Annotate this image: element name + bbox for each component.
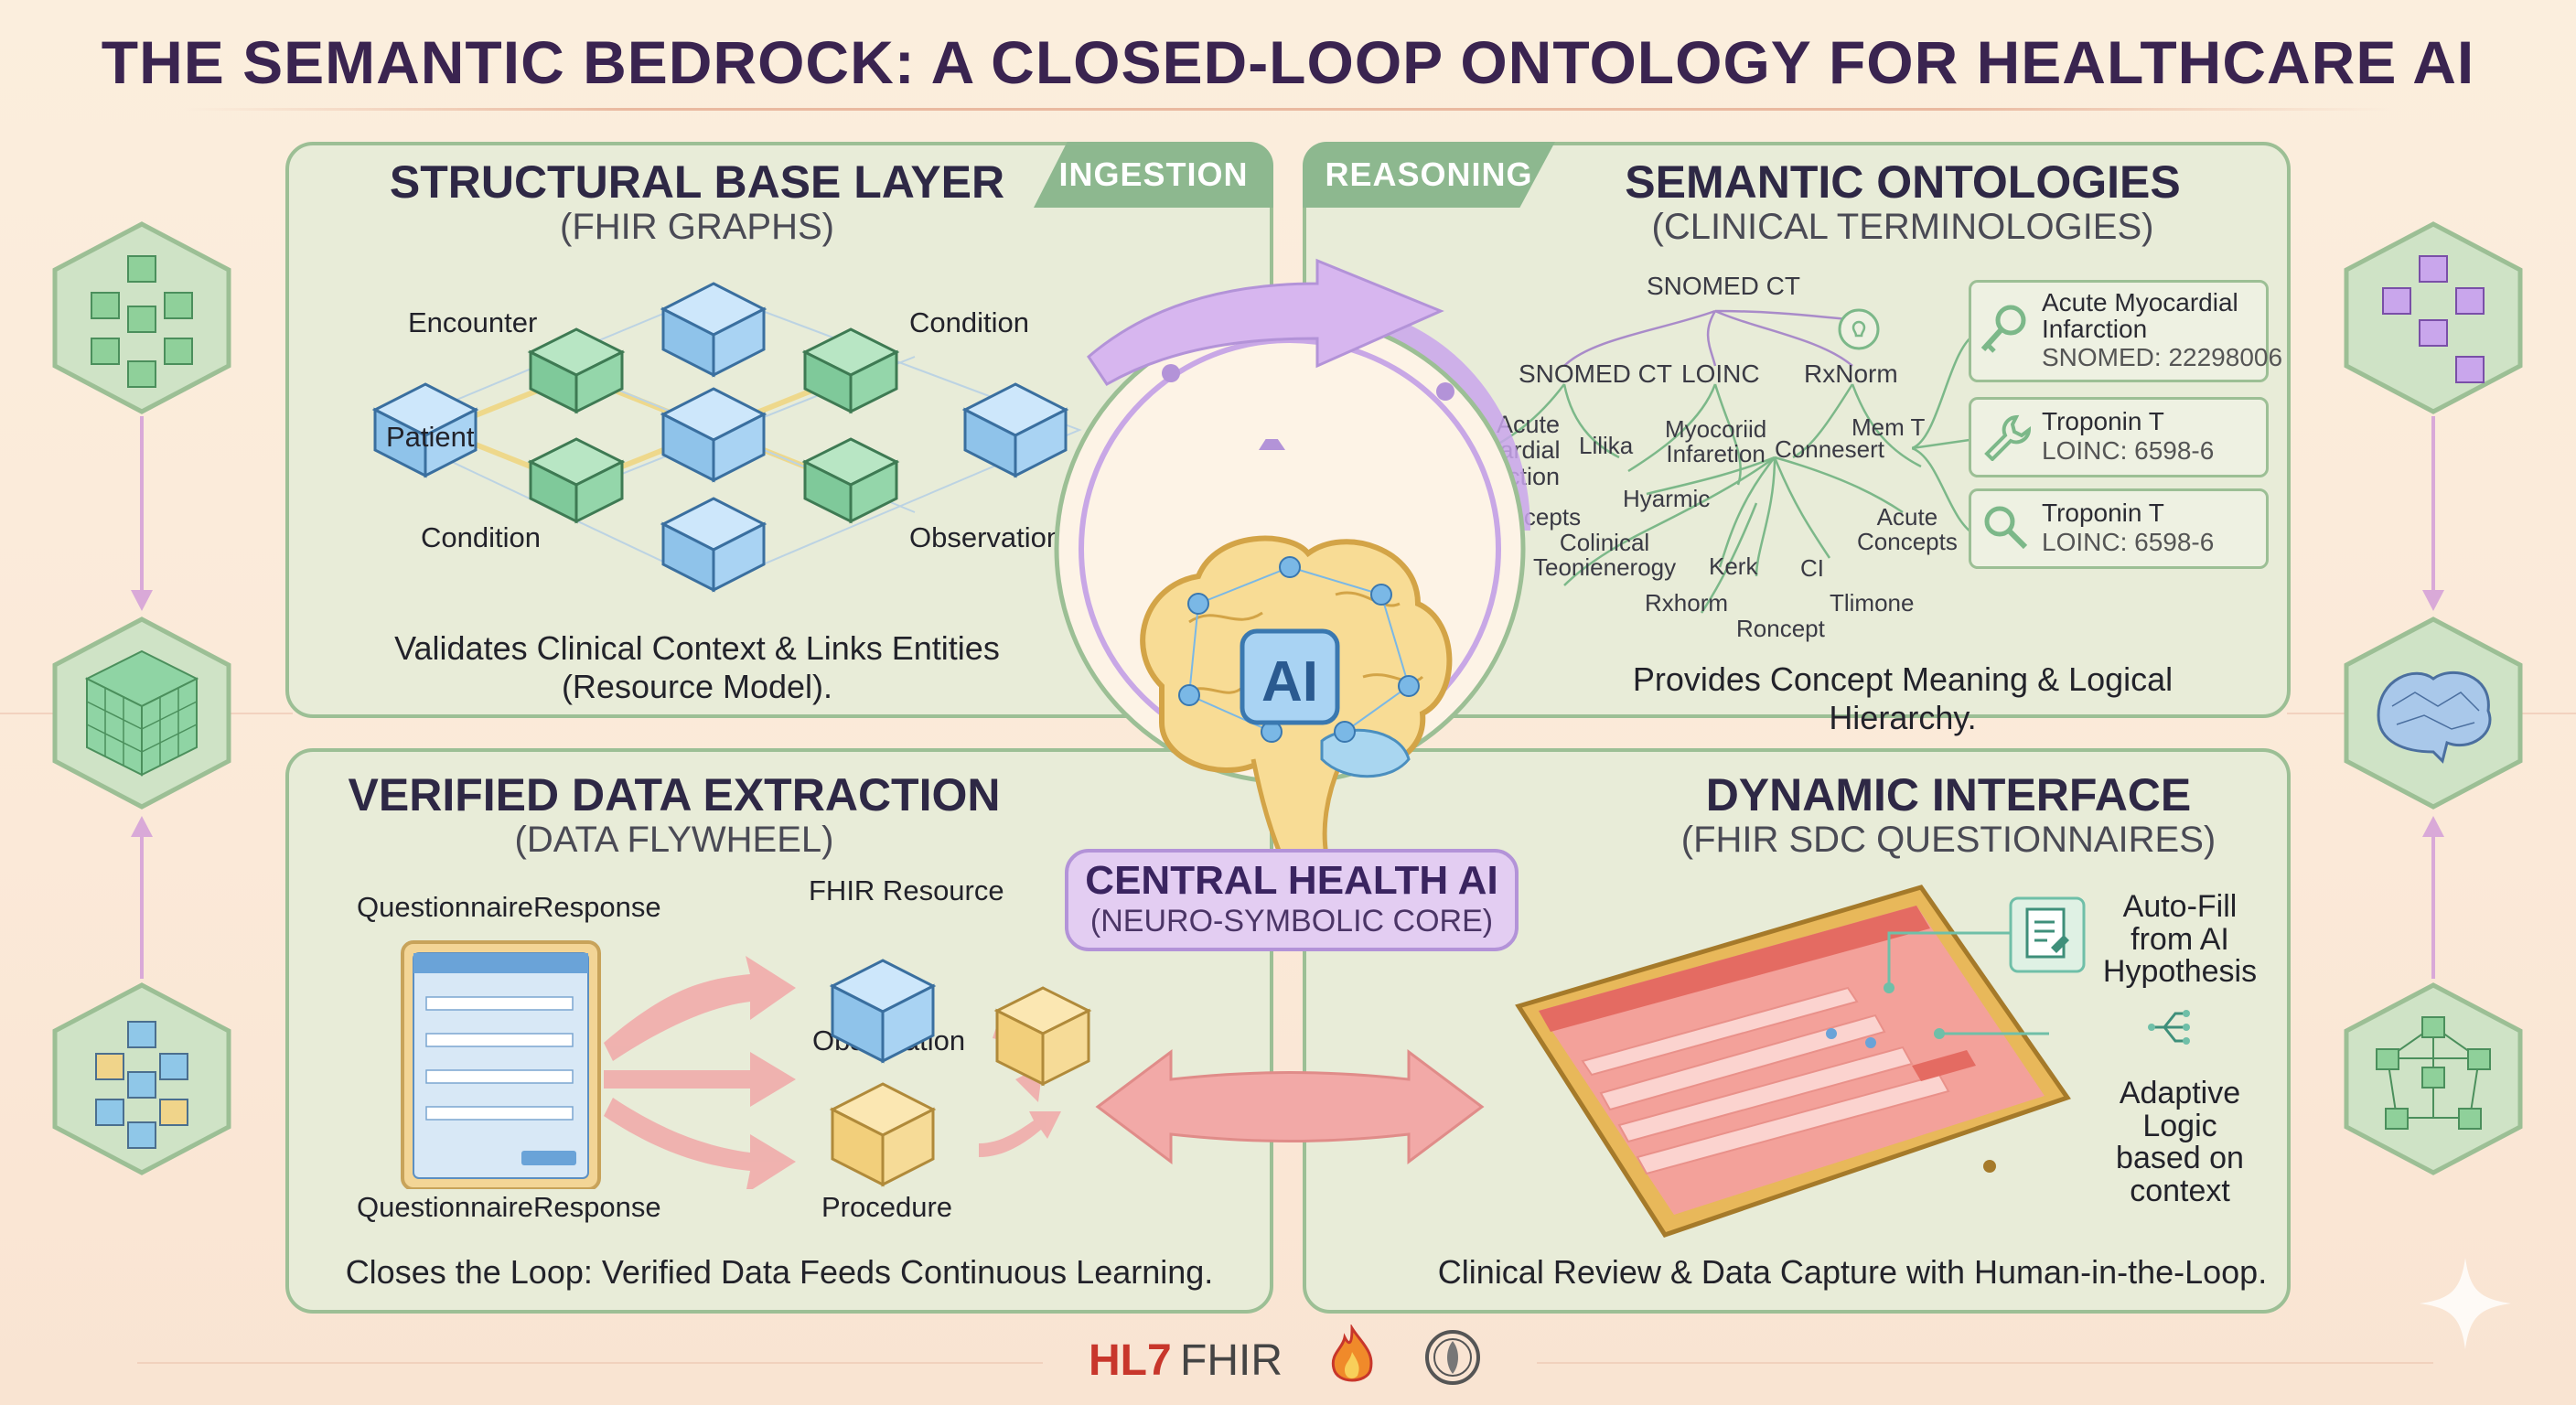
concept-card-acute-mi[interactable] [1969,280,2269,382]
ai-badge: AI [1261,650,1318,713]
bottom-node [660,497,767,593]
ai-brain-icon [1140,535,1453,858]
encounter-label: Encounter [408,306,538,338]
mixed-cube-hex-icon [52,982,231,1175]
title-divider [183,108,2393,111]
term-colinical: Colinical Teonienerogy [1533,529,1677,582]
lightbulb-icon [1838,308,1880,350]
interface-caption: Clinical Review & Data Capture with Huma… [1437,1253,2268,1291]
branch-snomed: SNOMED CT [1519,359,1672,388]
loop-arrowheads [1259,439,1285,450]
branching-logic-icon [2148,1010,2190,1045]
term-hyarmic: Hyarmic [1623,485,1711,512]
card-3-code: LOINC: 6598-6 [2042,528,2215,556]
fhir-graph [371,282,1082,593]
card-2-code: LOINC: 6598-6 [2042,436,2215,465]
extraction-subtitle: (DATA FLYWHEEL) [514,820,834,860]
patient-label: Patient [386,421,475,453]
circular-emblem-icon [1425,1330,1480,1385]
brain-hex-icon [2344,617,2523,810]
ingestion-tab: INGESTION [1034,142,1273,208]
procedure-cube [829,1082,937,1187]
term-roncept: Roncept [1736,615,1825,642]
data-cube-hex-icon [52,617,231,810]
central-core-label: CENTRAL HEALTH AI (NEURO-SYMBOLIC CORE) [1065,849,1519,951]
condition-top-node [801,327,900,414]
interface-title: DYNAMIC INTERFACE [1705,769,2192,820]
fhir-flame-icon [1331,1325,1373,1382]
search-icon [1984,506,2028,550]
card-connectors [1912,332,1976,537]
sparkle-icon [2420,1258,2511,1349]
extraction-title: VERIFIED DATA EXTRACTION [348,769,1001,820]
semantic-subtitle: (CLINICAL TERMINOLOGIES) [1651,207,2154,247]
wrench-icon [1984,414,2031,461]
center-node [660,387,767,483]
card-1-code: SNOMED: 22298006 [2042,343,2283,371]
card-1-line1: Acute Myocardial [2042,288,2238,316]
term-kerk: Kerk [1709,552,1758,580]
observation-cube [993,986,1092,1087]
autofill-label: Auto-Fill from AI Hypothesis [2102,889,2258,990]
ontology-cube-hex-icon [2344,221,2523,414]
fhir-resource-cube [829,959,937,1064]
branch-rxnorm: RxNorm [1804,359,1898,388]
bottom-flow-arrow [1095,1049,1485,1164]
structural-subtitle: (FHIR GRAPHS) [560,207,834,247]
condition-bottom-node [527,437,626,524]
reasoning-tab: REASONING [1303,142,1555,208]
branch-loinc: LOINC [1681,359,1760,388]
fhir-resource-label: FHIR Resource [809,874,1004,906]
network-cube-hex-icon [2344,982,2523,1175]
observation-node [801,437,900,524]
term-mem-t: Mem T [1852,413,1926,441]
snomed-root: SNOMED CT [1647,272,1800,300]
hl7-logo: HL7 [1089,1336,1172,1385]
card-1-line2: Infarction [2042,315,2148,343]
structural-title: STRUCTURAL BASE LAYER [389,156,1005,208]
core-title: CENTRAL HEALTH AI [1085,858,1498,903]
concept-card-troponin-2[interactable] [1969,488,2269,569]
term-myocoriid: Myocoriid Infaretion [1665,415,1767,468]
semantic-caption: Provides Concept Meaning & Logical Hiera… [1632,660,2174,736]
term-connesert: Connesert [1775,435,1884,463]
key-icon [1980,305,2026,353]
extraction-caption: Closes the Loop: Verified Data Feeds Con… [345,1253,1214,1291]
encounter-node [527,327,626,414]
concept-card-troponin-1[interactable] [1969,397,2269,477]
card-3-line1: Troponin T [2042,499,2164,527]
adaptive-logic-label: Adaptive Logic based on context [2116,1076,2244,1209]
term-ci: CI [1800,554,1824,582]
term-tlimone: Tlimone [1830,589,1915,617]
tablet-questionnaire[interactable] [1509,878,2077,1244]
structural-caption-2: (Resource Model). [561,668,833,705]
fhir-logo-text: FHIR [1180,1336,1283,1385]
right-node [961,382,1069,478]
condition-bottom-label: Condition [421,521,541,553]
questionnaire-form-icon [401,940,601,1189]
top-node [660,282,767,378]
extraction-flow [401,940,1092,1189]
observation-label: Observation [909,521,1063,553]
graph-cube-hex-icon [52,221,231,414]
condition-top-label: Condition [909,306,1029,338]
qr-top-label: QuestionnaireResponse [357,891,661,923]
autofill-document-icon [2009,896,2086,973]
structural-caption-1: Validates Clinical Context & Links Entit… [394,629,1000,667]
semantic-title: SEMANTIC ONTOLOGIES [1625,156,2181,208]
interface-subtitle: (FHIR SDC QUESTIONNAIRES) [1680,820,2216,860]
qr-bottom-label: QuestionnaireResponse [357,1191,661,1223]
card-2-line1: Troponin T [2042,407,2164,435]
core-subtitle: (NEURO-SYMBOLIC CORE) [1089,904,1494,938]
term-acute-concepts: Acute Concepts [1857,503,1958,556]
interface-connectors [1884,931,2049,1039]
main-title: THE SEMANTIC BEDROCK: A CLOSED-LOOP ONTO… [101,28,2475,96]
procedure-label: Procedure [821,1191,953,1223]
term-lilika: Lilika [1579,432,1634,459]
term-rxhorm: Rxhorm [1645,589,1729,617]
top-flow-arrow [1087,258,1444,386]
patient-node [371,382,479,478]
